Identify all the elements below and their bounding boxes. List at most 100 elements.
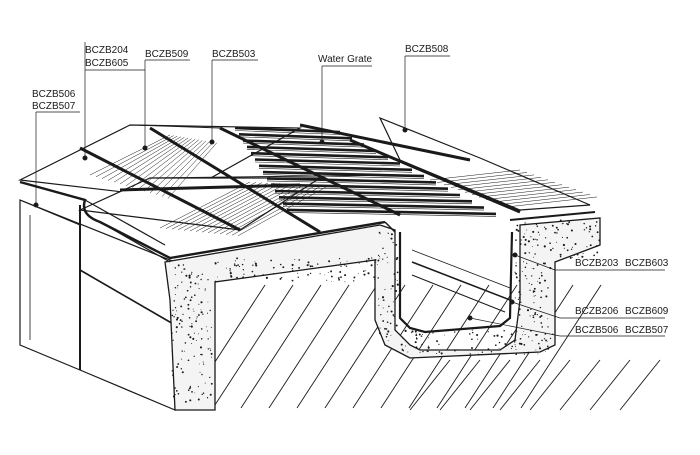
label-bczb203: BCZB203 [575,258,619,269]
stipple-dot [189,299,192,302]
stipple-dot [498,341,501,344]
stipple-dot [175,331,178,333]
stipple-dot [254,261,256,263]
concrete-structure [164,217,601,411]
stipple-dot [353,280,355,282]
stipple-dot [545,351,546,352]
hatch-line [469,359,511,411]
stipple-dot [532,230,535,233]
stipple-dot [390,334,392,336]
stipple-dot [559,253,562,256]
stipple-dot [298,259,301,261]
grate-bar [254,158,401,165]
stipple-dot [330,275,333,278]
stipple-dot [255,264,258,267]
stipple-dot [521,271,523,272]
stipple-dot [173,315,175,318]
stipple-dot [436,339,438,342]
stipple-dot [537,280,539,282]
stipple-dot [596,231,599,234]
stipple-dot [588,231,590,233]
stipple-dot [513,341,516,343]
stipple-dot [515,276,518,279]
grate-bar-shadow [266,180,437,186]
stipple-dot [543,279,547,282]
stipple-dot [209,376,211,379]
stipple-dot [190,273,193,275]
stipple-dot [568,221,571,224]
stipple-dot [494,344,497,347]
stipple-dot [536,263,539,266]
stipple-dot [538,234,540,236]
stipple-dot [438,351,441,353]
stipple-dot [537,244,539,246]
stipple-dot [591,235,594,238]
stipple-dot [532,290,535,293]
stipple-dot [337,277,340,279]
stipple-dot [236,257,239,260]
groove-line [219,184,311,235]
stipple-dot [189,386,192,388]
stipple-dot [526,262,528,264]
stipple-dot [517,229,520,232]
stipple-dot [438,343,440,346]
groove-line [131,139,196,188]
groove-line [189,183,281,232]
stipple-dot [535,349,537,351]
label-bczb509: BCZB509 [145,49,189,60]
stipple-dot [175,390,178,392]
stipple-dot [173,300,176,302]
stipple-dot [543,245,546,248]
stipple-dot [191,323,193,325]
stipple-dot [536,334,539,336]
left-deck-slab [19,199,176,411]
groove-line [89,134,171,176]
stipple-dot [172,374,174,376]
stipple-dot [181,320,183,323]
stipple-dot [387,232,389,234]
stipple-dot [562,243,565,247]
stipple-dot [540,272,543,274]
stipple-dot [537,353,539,355]
stipple-dot [382,320,385,322]
stipple-dot [190,296,193,299]
stipple-dot [536,239,538,241]
stipple-dot [515,272,518,275]
stipple-dot [204,289,206,291]
stipple-dot [197,274,200,277]
stipple-dot [410,332,412,334]
grate-bar-shadow [258,168,413,173]
stipple-dot [554,231,556,234]
stipple-dot [202,392,205,394]
stipple-dot [555,226,558,229]
stipple-dot [390,233,393,236]
stipple-dot [339,271,342,273]
stipple-dot [209,309,211,312]
stipple-dot [471,347,473,349]
stipple-dot [209,336,211,338]
stipple-dot [496,334,499,337]
label-bczb506-left: BCZB506 [32,89,76,100]
stipple-dot [174,387,176,389]
stipple-dot [419,351,421,353]
hatch-line [589,359,631,411]
stipple-dot [210,326,212,328]
stipple-dot [395,278,397,280]
stipple-dot [183,298,186,300]
stipple-dot [519,243,522,245]
stipple-dot [376,263,378,265]
stipple-dot [515,348,517,350]
grate-bar [250,151,389,159]
hatch-line [240,284,322,409]
stipple-dot [557,228,559,231]
stipple-dot [532,315,534,317]
groove-line [478,186,570,198]
stipple-dot [189,385,191,387]
stipple-dot [307,261,310,264]
stipple-dot [384,327,386,330]
stipple-dot [518,296,521,299]
grate-bar [270,183,449,190]
stipple-dot [366,261,368,263]
grate-bar-shadow [250,155,389,160]
stipple-dot [251,270,254,273]
